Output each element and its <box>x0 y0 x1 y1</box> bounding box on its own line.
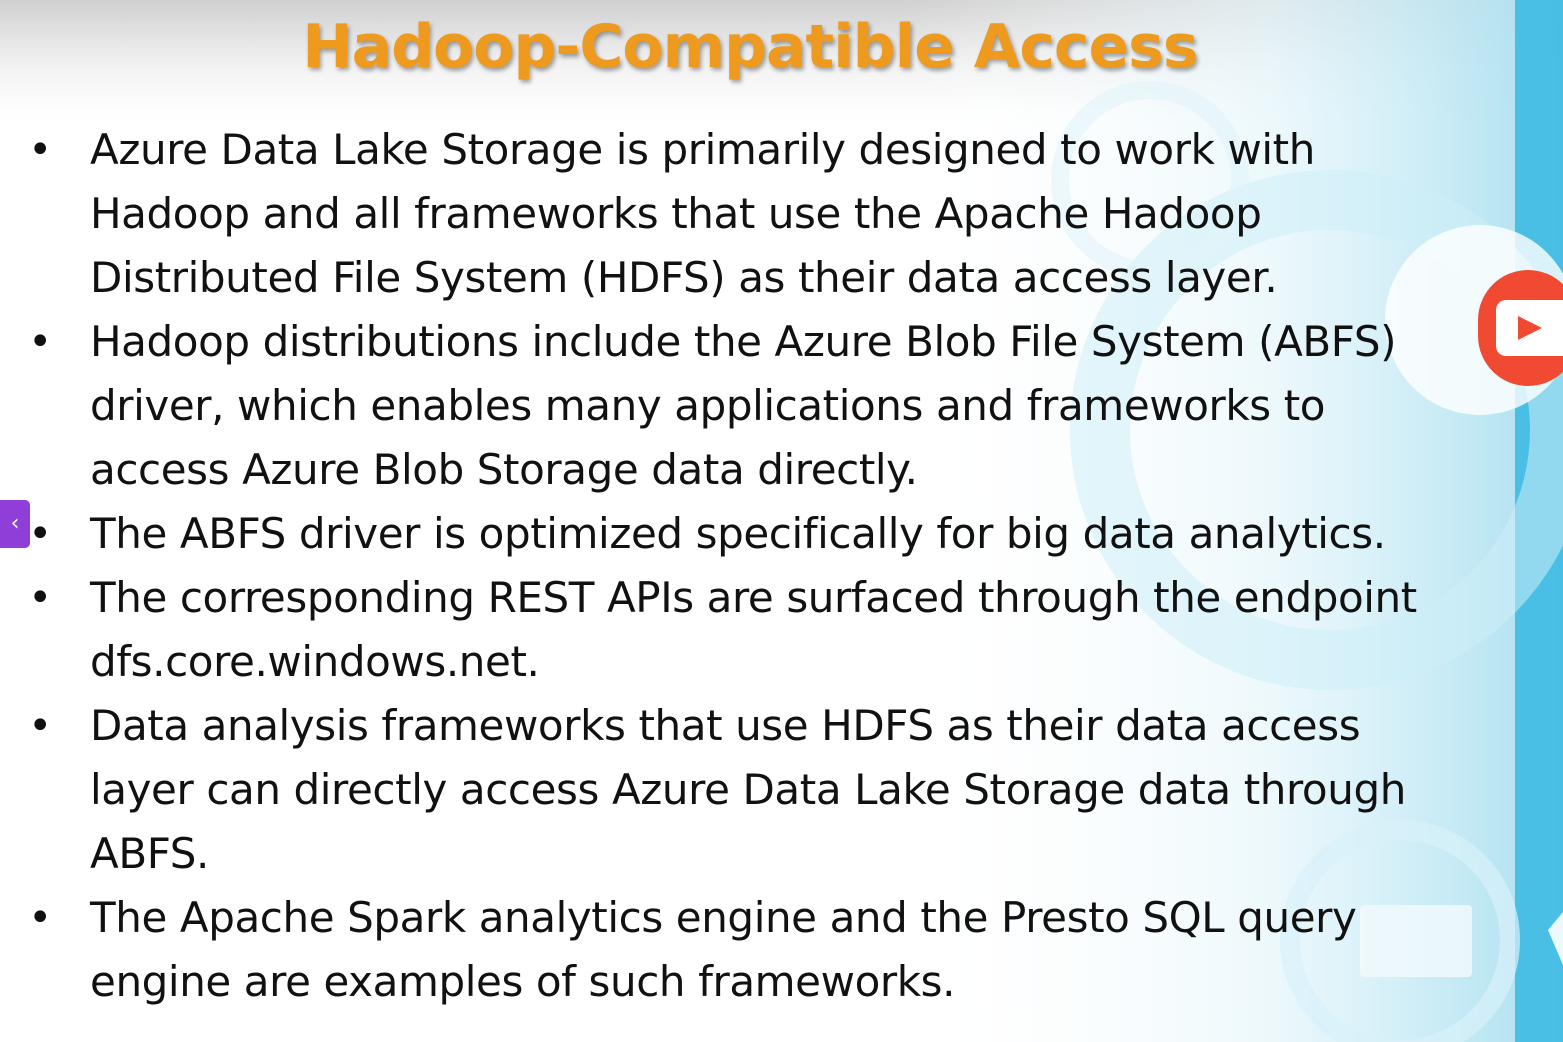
bullet-item: • The Apache Spark analytics engine and … <box>28 886 1468 1014</box>
bullet-icon: • <box>28 703 52 749</box>
bullet-text: The ABFS driver is optimized specificall… <box>90 509 1386 558</box>
bullet-icon: • <box>28 575 52 621</box>
bullet-list: • Azure Data Lake Storage is primarily d… <box>28 118 1468 1014</box>
bullet-text: Data analysis frameworks that use HDFS a… <box>90 701 1406 878</box>
bullet-item: • Data analysis frameworks that use HDFS… <box>28 694 1468 886</box>
chevron-left-icon: ‹ <box>10 511 20 536</box>
bullet-item: • Hadoop distributions include the Azure… <box>28 310 1468 502</box>
slide-title: Hadoop-Compatible Access <box>302 12 1198 82</box>
bullet-text: Azure Data Lake Storage is primarily des… <box>90 125 1315 302</box>
bullet-icon: • <box>28 895 52 941</box>
bullet-text: The corresponding REST APIs are surfaced… <box>90 573 1417 686</box>
bullet-icon: • <box>28 511 52 557</box>
bullet-text: Hadoop distributions include the Azure B… <box>90 317 1397 494</box>
bullet-item: • Azure Data Lake Storage is primarily d… <box>28 118 1468 310</box>
bullet-icon: • <box>28 319 52 365</box>
bullet-text: The Apache Spark analytics engine and th… <box>90 893 1357 1006</box>
play-button-icon <box>1518 316 1542 340</box>
collapse-panel-button[interactable]: ‹ <box>0 500 30 548</box>
bullet-item: • The ABFS driver is optimized specifica… <box>28 502 1468 566</box>
bullet-item: • The corresponding REST APIs are surfac… <box>28 566 1468 694</box>
bullet-icon: • <box>28 127 52 173</box>
